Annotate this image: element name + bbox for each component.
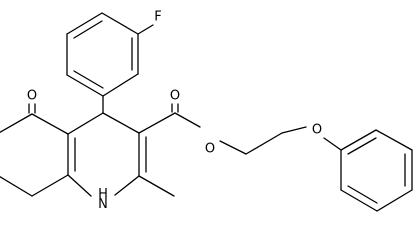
atom-label-fluorine: F (154, 10, 161, 25)
atom-label-ketone-oxygen: O (27, 89, 37, 104)
atom-label-ester-linker-oxygen: O (205, 142, 215, 157)
atom-label-ester-carbonyl-oxygen: O (170, 89, 180, 104)
atom-label-ether-oxygen: O (312, 123, 322, 138)
bond-lines (0, 12, 413, 212)
